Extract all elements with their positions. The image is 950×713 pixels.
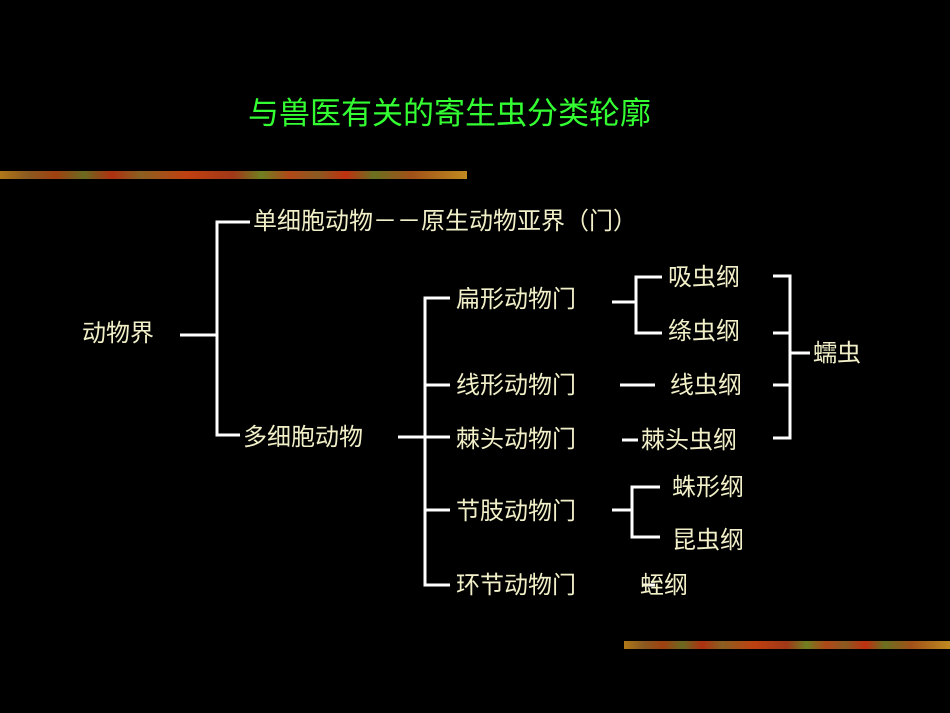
node-arthropoda: 节肢动物门 bbox=[456, 497, 576, 525]
node-acanthocephala-class: 棘头虫纲 bbox=[641, 426, 737, 454]
node-arachnida: 蛛形纲 bbox=[672, 473, 744, 501]
node-insecta: 昆虫纲 bbox=[672, 526, 744, 554]
node-animal-kingdom: 动物界 bbox=[82, 319, 154, 347]
node-multicellular: 多细胞动物 bbox=[243, 423, 363, 451]
node-nemathelminthes: 线形动物门 bbox=[456, 371, 576, 399]
node-helminths: 蠕虫 bbox=[813, 339, 861, 367]
node-unicellular: 单细胞动物－－原生动物亚界（门） bbox=[253, 207, 637, 235]
slide-title: 与兽医有关的寄生虫分类轮廓 bbox=[248, 96, 651, 132]
node-platyhelminthes: 扁形动物门 bbox=[456, 285, 576, 313]
node-cestoda: 绦虫纲 bbox=[668, 317, 740, 345]
node-nematoda: 线虫纲 bbox=[670, 371, 742, 399]
node-acanthocephala-phylum: 棘头动物门 bbox=[456, 425, 576, 453]
decorative-bar-top bbox=[0, 171, 467, 179]
node-annelida: 环节动物门 bbox=[456, 571, 576, 599]
node-trematoda: 吸虫纲 bbox=[668, 263, 740, 291]
decorative-bar-bottom bbox=[624, 641, 950, 649]
node-hirudinea: 蛭纲 bbox=[640, 571, 688, 599]
